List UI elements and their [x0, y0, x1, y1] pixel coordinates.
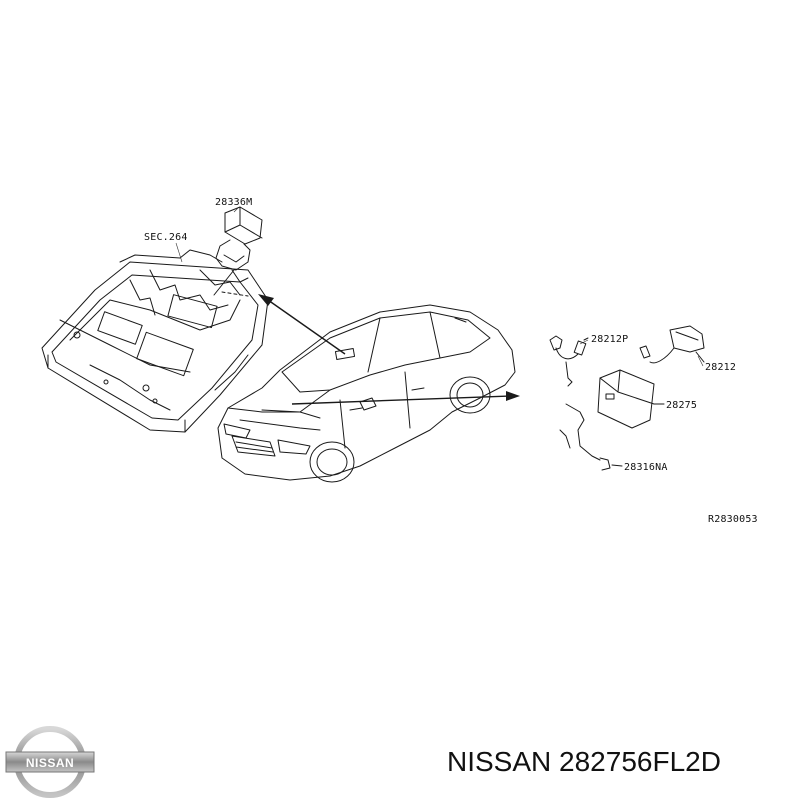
sedan-drawing [217, 304, 516, 483]
leader-lines [175, 207, 704, 367]
sensor-28212-drawing [639, 325, 705, 364]
nissan-logo: NISSAN [5, 726, 95, 798]
control-unit-28275-drawing [597, 369, 665, 429]
sensor-28212p-drawing [549, 335, 589, 387]
callout-label-28212: 28212 [705, 362, 736, 373]
overhead-console-drawing [41, 249, 269, 433]
callout-label-sec264: SEC.264 [144, 232, 188, 243]
callout-label-28212p: 28212P [591, 334, 628, 345]
callout-label-28275: 28275 [666, 400, 697, 411]
callout-arrows [258, 294, 520, 405]
callout-label-28316na: 28316NA [624, 462, 668, 473]
nissan-logo-lettering: NISSAN [26, 756, 74, 770]
reference-code: R2830053 [708, 514, 758, 525]
callout-label-28336m: 28336M [215, 197, 252, 208]
map-lamp-drawing [213, 206, 263, 297]
part-number-caption: NISSAN 282756FL2D [447, 746, 721, 777]
bracket-28316na-drawing [559, 403, 623, 471]
